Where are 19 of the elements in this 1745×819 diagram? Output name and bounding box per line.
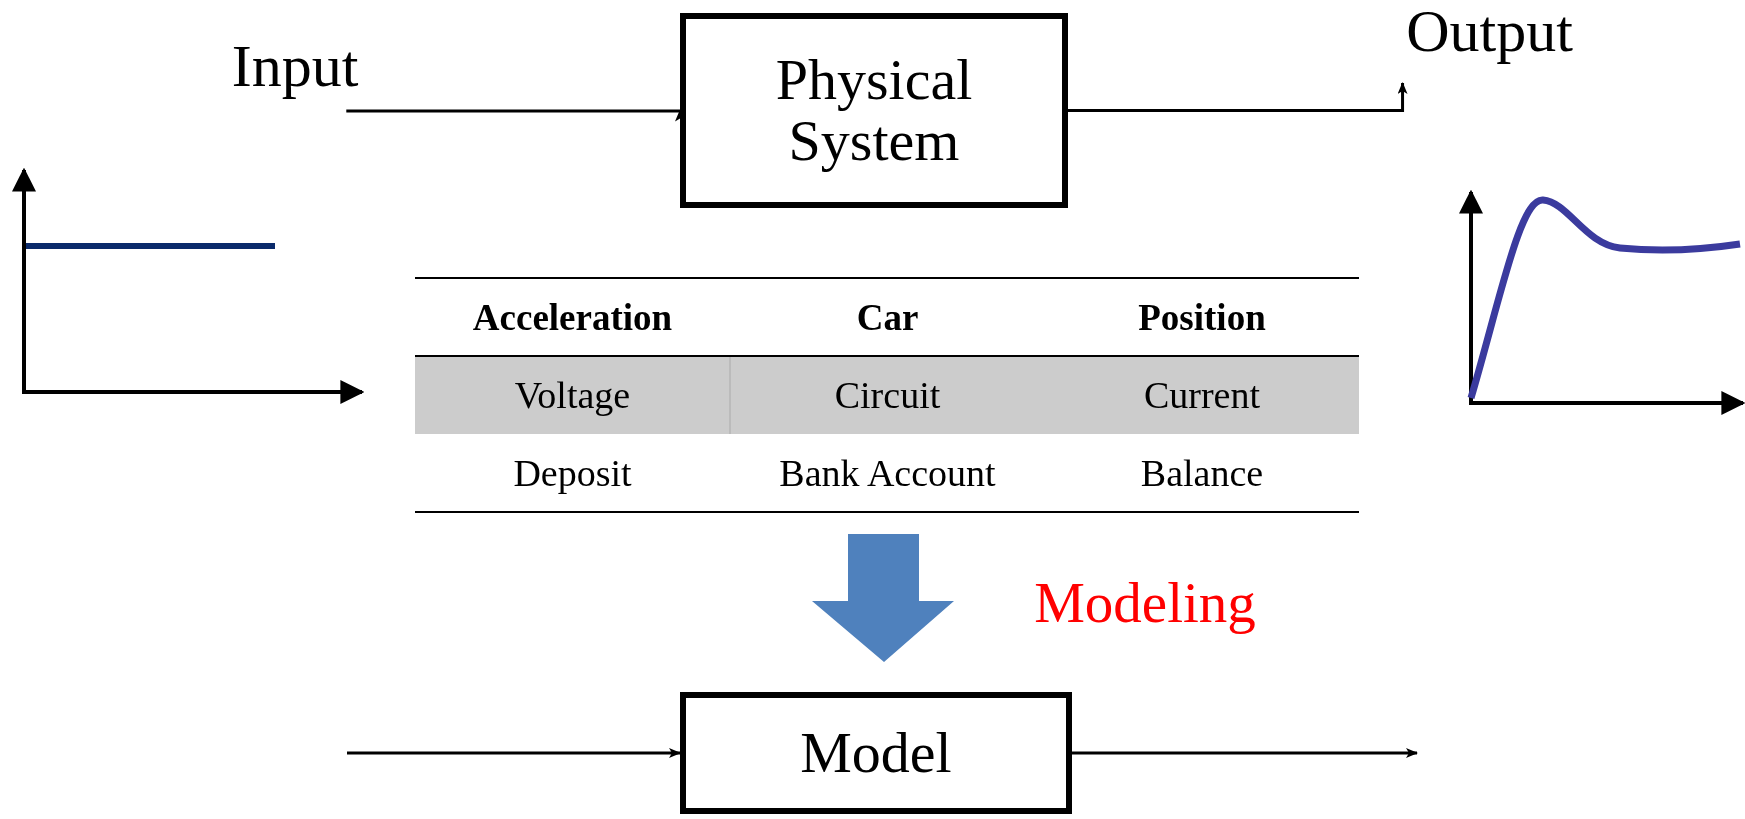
column-header: Acceleration — [472, 295, 673, 339]
table-cell-text: Voltage — [514, 373, 631, 417]
column-header: Position — [1138, 295, 1266, 339]
signal-label: Input — [231, 35, 359, 98]
table-cell-text: Balance — [1140, 451, 1264, 495]
box-label: Model — [800, 722, 952, 784]
arrow — [347, 748, 681, 758]
column-header: Car — [856, 295, 919, 339]
table-cell-text: Bank Account — [779, 451, 996, 495]
signal-label: Output — [1406, 0, 1573, 63]
table-cell-text: Deposit — [513, 451, 632, 495]
process-label: Modeling — [1034, 569, 1256, 635]
table-cell-text: Circuit — [834, 373, 941, 417]
process-box — [680, 13, 1068, 208]
arrow — [1072, 748, 1418, 758]
box-label: Physical System — [774, 49, 974, 172]
arrow — [1068, 82, 1408, 112]
table-cell-text: Current — [1143, 373, 1261, 417]
process-box — [680, 692, 1072, 814]
